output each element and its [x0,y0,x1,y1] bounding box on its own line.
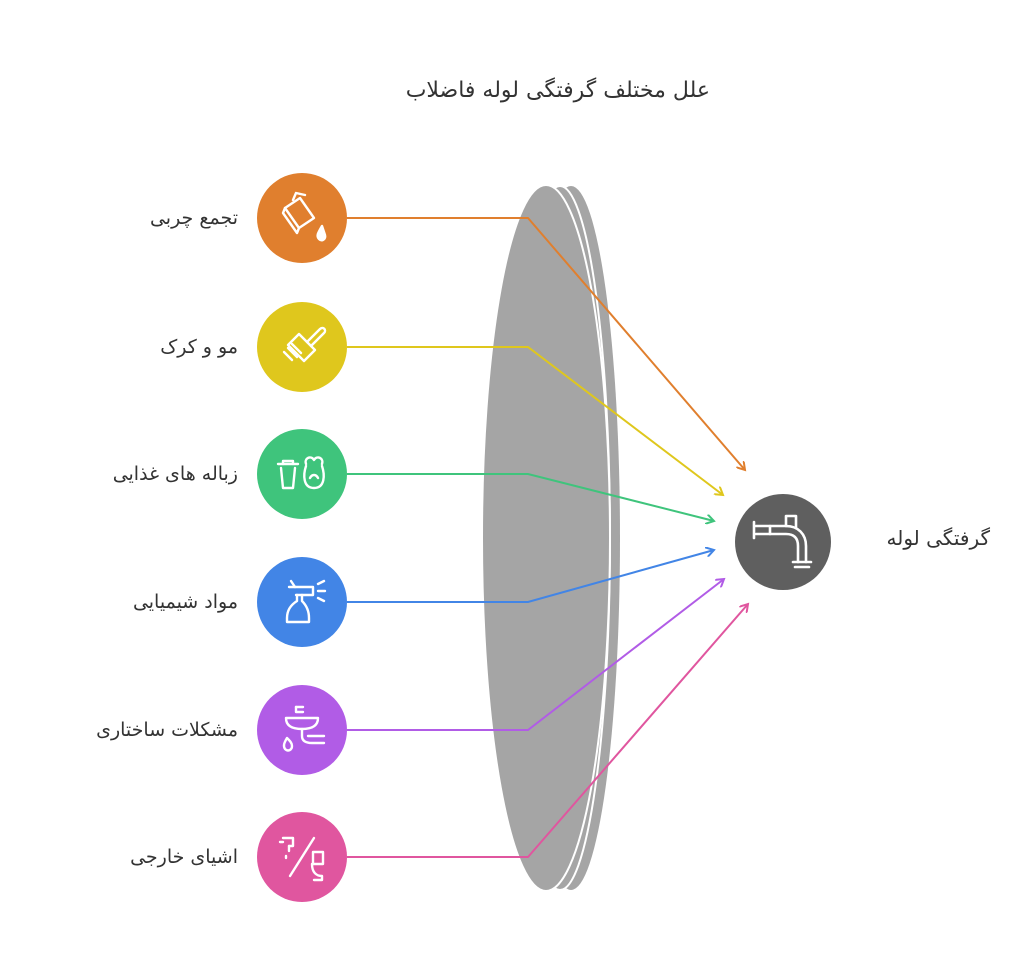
pipe-icon [752,514,813,569]
cause-label-hair: مو و کرک [160,336,238,358]
cause-node-structural [257,685,347,775]
cause-node-grease [257,173,347,263]
no-toilet-icon [278,836,325,882]
trash-bag-icon [276,456,325,490]
cause-node-chemicals [257,557,347,647]
cause-label-structural: مشکلات ساختاری [96,719,238,741]
connector-hair [347,346,723,495]
paint-bucket-drop-icon [281,191,327,242]
connector-grease [347,217,745,470]
diagram-title: علل مختلف گرفتگی لوله فاضلاب [405,78,710,103]
connectors [347,217,748,858]
cause-label-chemicals: مواد شیمیایی [132,591,238,613]
connector-chemicals [347,550,714,603]
cause-label-grease: تجمع چربی [149,207,238,229]
brush-icon [282,326,327,363]
cause-node-food-waste [257,429,347,519]
cause-node-hair [257,302,347,392]
connector-foreign-objects [347,604,748,858]
filter-lens [481,184,620,892]
result-label: گرفتگی لوله [886,526,990,550]
connector-food-waste [347,473,714,521]
spray-bottle-icon [285,579,327,624]
result-node [735,494,831,590]
sink-leak-icon [282,705,326,752]
cause-label-food-waste: زباله های غذایی [112,463,238,485]
connector-structural [347,579,724,731]
cause-node-foreign-objects [257,812,347,902]
cause-label-foreign-objects: اشیای خارجی [130,846,238,868]
